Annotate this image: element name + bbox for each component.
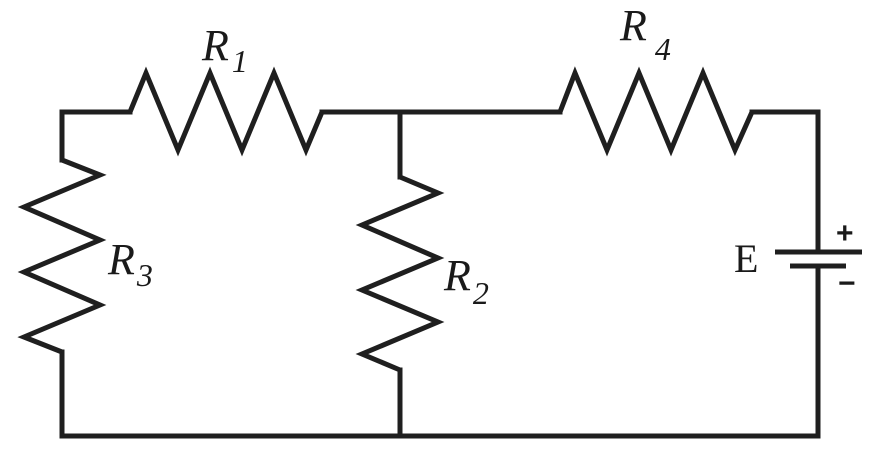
resistor-r1: [127, 66, 325, 157]
battery-minus-sign: −: [838, 267, 856, 300]
label-r1: R1: [201, 21, 248, 79]
wire-battery-to-bottom: [59, 263, 821, 439]
wires: [59, 109, 821, 439]
battery-plus-sign: +: [836, 217, 854, 250]
wire-r4-to-battery: [749, 109, 821, 255]
wire-r3-to-r1: [59, 109, 133, 163]
resistor-r4: [557, 66, 755, 157]
battery-e: [775, 249, 862, 269]
label-e: E: [734, 236, 758, 281]
resistor-r3: [17, 157, 107, 355]
label-r2: R2: [443, 251, 489, 311]
resistor-r2: [355, 174, 445, 373]
label-r3: R3: [107, 235, 153, 293]
